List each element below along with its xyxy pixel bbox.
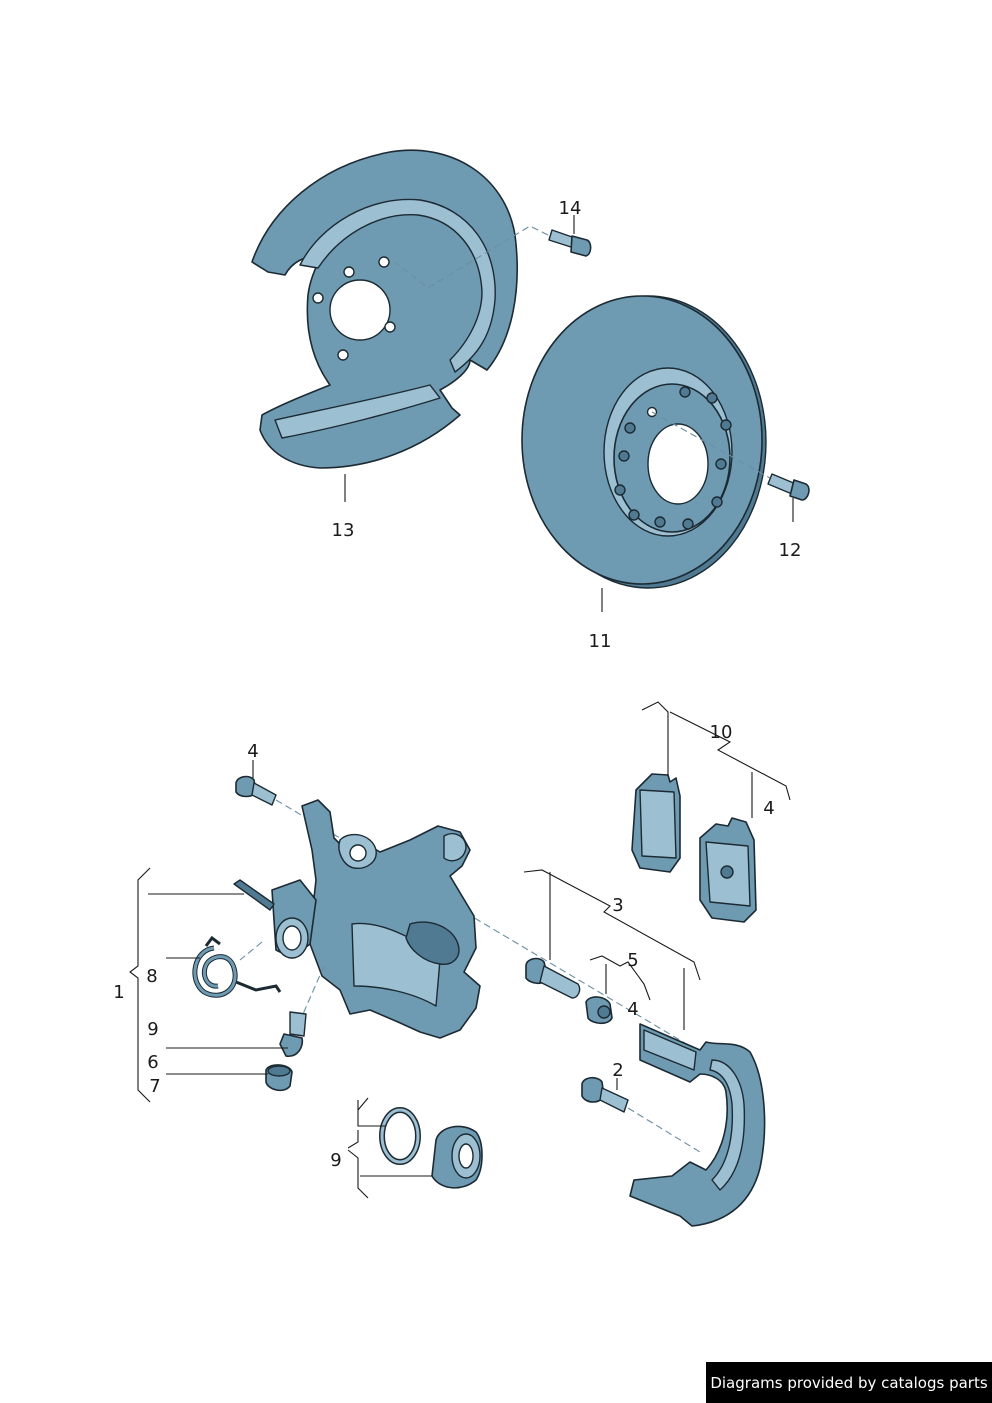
credit-banner: Diagrams provided by catalogs parts bbox=[706, 1362, 992, 1403]
callout-7: 7 bbox=[149, 1076, 160, 1097]
brake-pads bbox=[631, 701, 791, 923]
bleed-valve bbox=[265, 1011, 307, 1092]
caliper-bolt bbox=[235, 760, 701, 1053]
carrier-bolt bbox=[581, 1076, 701, 1153]
callout-5: 5 bbox=[627, 950, 638, 971]
callout-9-bleed: 9 bbox=[147, 1019, 158, 1040]
callout-12: 12 bbox=[779, 540, 802, 561]
callout-10: 10 bbox=[710, 722, 733, 743]
callout-8: 8 bbox=[146, 966, 157, 987]
callout-13: 13 bbox=[332, 520, 355, 541]
brake-caliper bbox=[233, 799, 481, 1039]
callout-4-pads: 4 bbox=[763, 798, 774, 819]
brake-disc bbox=[521, 295, 771, 612]
return-spring bbox=[192, 935, 282, 998]
repair-kit bbox=[347, 1097, 483, 1199]
callout-11: 11 bbox=[589, 631, 612, 652]
callout-3: 3 bbox=[612, 895, 623, 916]
callout-4-bolt: 4 bbox=[247, 741, 258, 762]
caliper-carrier bbox=[629, 1023, 766, 1227]
callout-2: 2 bbox=[612, 1060, 623, 1081]
callout-6: 6 bbox=[147, 1052, 158, 1073]
group-bracket-1 bbox=[129, 867, 288, 1103]
guide-pin-set bbox=[523, 869, 701, 1030]
splash-shield bbox=[251, 149, 518, 502]
callout-1: 1 bbox=[113, 982, 124, 1003]
disc-screw bbox=[767, 473, 810, 522]
callout-4-sleeve: 4 bbox=[627, 999, 638, 1020]
shield-bolt bbox=[394, 215, 592, 289]
callout-9-kit: 9 bbox=[330, 1150, 341, 1171]
callout-14: 14 bbox=[559, 198, 582, 219]
